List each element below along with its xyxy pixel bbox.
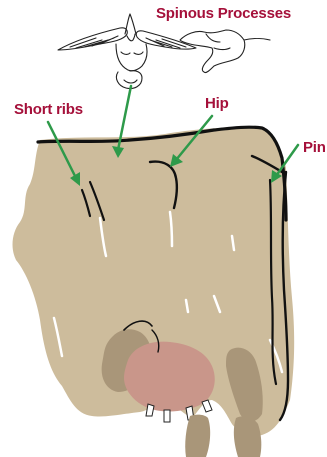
vertebra-illustration bbox=[58, 14, 270, 89]
hoof-left bbox=[185, 415, 210, 457]
cow-rear-body bbox=[13, 127, 295, 457]
label-hip: Hip bbox=[205, 96, 229, 111]
label-spinous-processes: Spinous Processes bbox=[156, 6, 291, 21]
label-short-ribs: Short ribs bbox=[14, 102, 83, 117]
label-pin: Pin bbox=[303, 140, 326, 155]
